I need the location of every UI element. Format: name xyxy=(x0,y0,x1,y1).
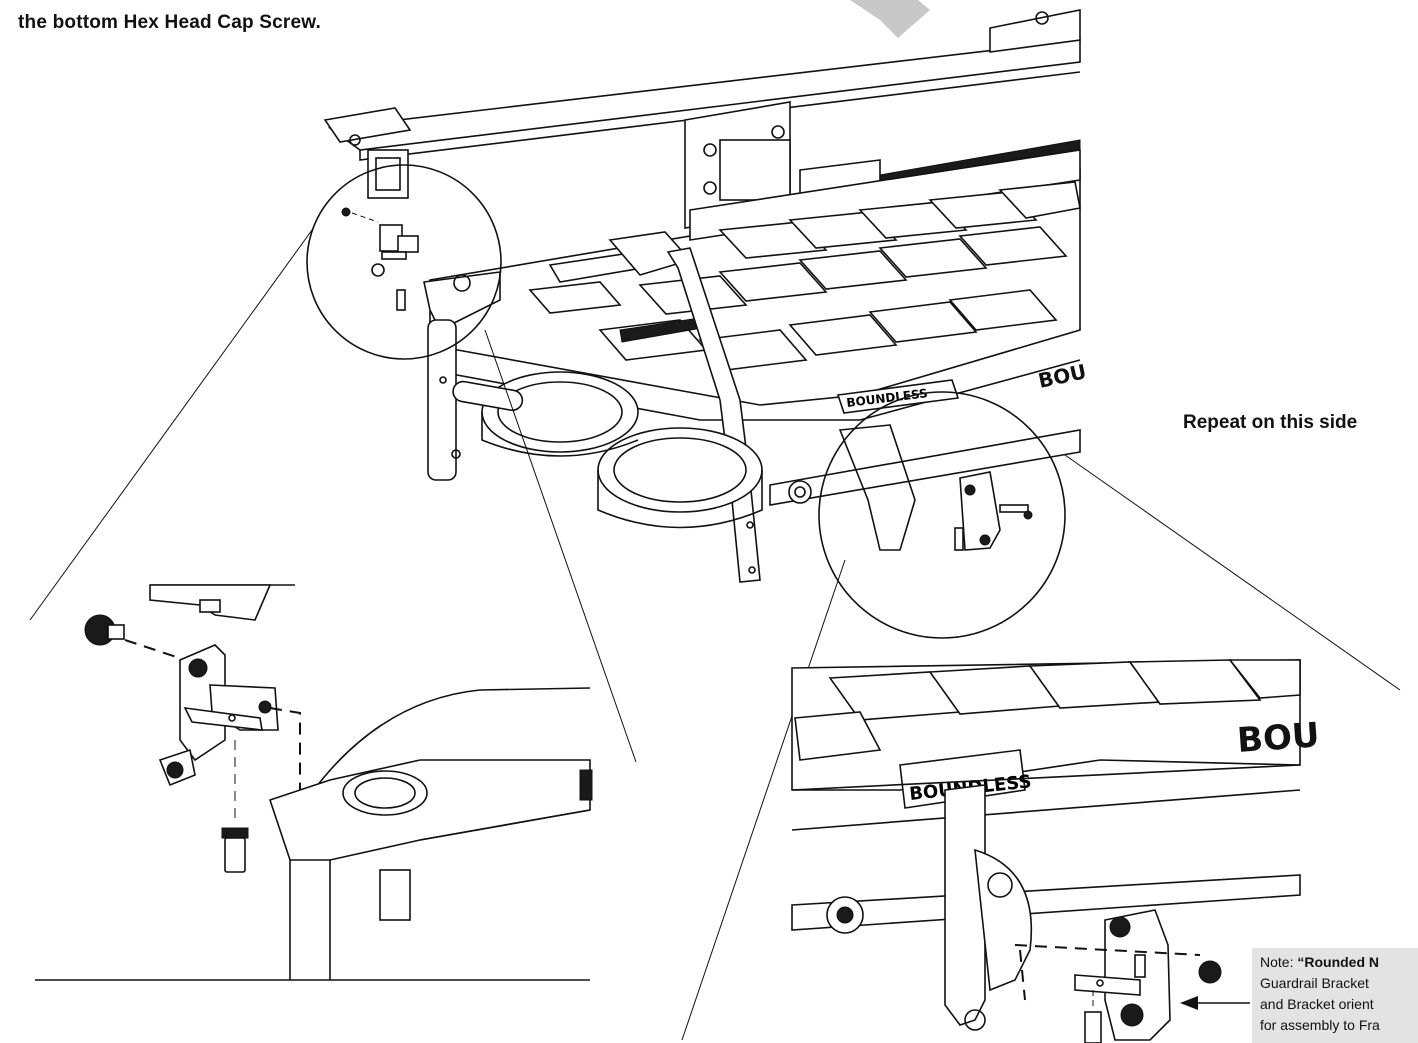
note-pointer-arrow-icon xyxy=(1180,996,1250,1010)
assembly-note: Note: “Rounded N Guardrail Bracket and B… xyxy=(1252,948,1418,1043)
hex-head-screw-icon xyxy=(221,827,249,873)
detail-deck-slots xyxy=(794,659,1301,761)
detail-guardrail-bracket-icon xyxy=(1074,909,1171,1041)
detail-circle-right xyxy=(818,391,1066,639)
note-emphasis: “Rounded N xyxy=(1297,954,1380,970)
repeat-side-caption: Repeat on this side xyxy=(1183,412,1358,433)
svg-text:BOU: BOU xyxy=(1036,359,1088,393)
detail-circle-left xyxy=(306,164,502,360)
leader-lines xyxy=(29,229,1401,1041)
deck-slots xyxy=(528,181,1081,371)
frame-edge-label: BOU xyxy=(1036,359,1088,393)
note-line-2: Guardrail Bracket xyxy=(1260,975,1369,991)
svg-text:BOU: BOU xyxy=(1236,715,1321,761)
left-detail-view xyxy=(35,584,593,981)
guardrail-bracket-icon xyxy=(158,644,279,787)
right-detail-view: BOUNDLESS BOU xyxy=(791,659,1321,1043)
instruction-caption: the bottom Hex Head Cap Screw. xyxy=(18,12,322,33)
cap-screw-icon xyxy=(84,614,125,646)
caster-wheels xyxy=(452,371,763,529)
direction-arrow-icon xyxy=(850,0,930,38)
note-line-3: and Bracket orient xyxy=(1260,996,1374,1012)
note-prefix: Note: xyxy=(1260,954,1298,970)
detail-hex-screw-icon xyxy=(1084,990,1102,1043)
bed-frame-drawing: BOUNDLESS BOU xyxy=(323,9,1088,583)
detail-edge-label: BOU xyxy=(1236,715,1321,761)
frame-brand-plate: BOUNDLESS xyxy=(836,379,960,414)
detail-cap-screw-icon xyxy=(1198,960,1222,984)
note-line-4: for assembly to Fra xyxy=(1260,1017,1380,1033)
